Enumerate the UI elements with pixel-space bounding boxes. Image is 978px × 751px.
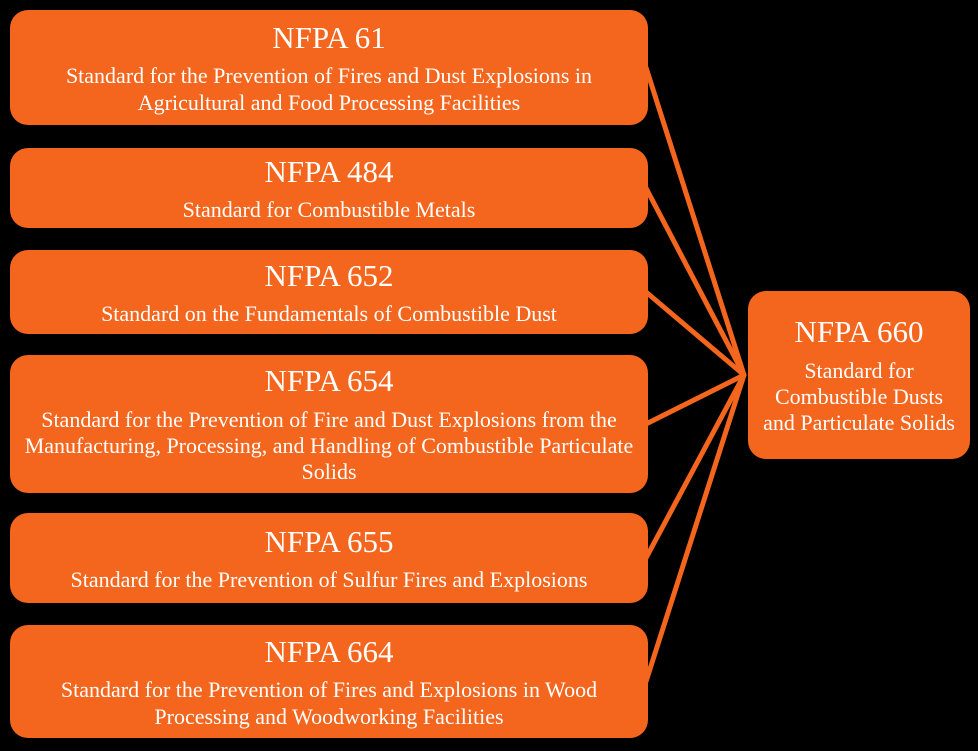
box-description: Standard on the Fundamentals of Combusti… — [101, 300, 557, 326]
connector-nfpa-61-to-nfpa-660 — [643, 65, 747, 378]
box-title: NFPA 655 — [264, 523, 394, 559]
box-description: Standard for Combustible Dusts and Parti… — [763, 357, 955, 436]
connector-nfpa-664-to-nfpa-660 — [643, 372, 747, 684]
box-nfpa-652: NFPA 652 Standard on the Fundamentals of… — [10, 250, 648, 334]
box-nfpa-664: NFPA 664 Standard for the Prevention of … — [10, 625, 648, 738]
box-nfpa-660: NFPA 660 Standard for Combustible Dusts … — [748, 291, 970, 459]
box-nfpa-654: NFPA 654 Standard for the Prevention of … — [10, 355, 648, 493]
box-title: NFPA 61 — [272, 20, 386, 56]
box-description: Standard for Combustible Metals — [182, 196, 476, 222]
box-description: Standard for the Prevention of Fires and… — [65, 63, 593, 115]
box-description: Standard for the Prevention of Fires and… — [60, 677, 598, 729]
box-nfpa-655: NFPA 655 Standard for the Prevention of … — [10, 513, 648, 603]
box-title: NFPA 660 — [794, 314, 924, 350]
box-description: Standard for the Prevention of Sulfur Fi… — [70, 566, 588, 592]
box-nfpa-61: NFPA 61 Standard for the Prevention of F… — [10, 10, 648, 125]
connector-nfpa-652-to-nfpa-660 — [643, 289, 747, 378]
connector-nfpa-484-to-nfpa-660 — [643, 185, 747, 378]
box-nfpa-484: NFPA 484 Standard for Combustible Metals — [10, 148, 648, 228]
box-title: NFPA 484 — [264, 153, 394, 189]
connector-nfpa-655-to-nfpa-660 — [643, 372, 747, 561]
box-title: NFPA 654 — [264, 363, 394, 399]
box-title: NFPA 652 — [264, 257, 394, 293]
box-description: Standard for the Prevention of Fire and … — [24, 406, 634, 485]
connector-nfpa-654-to-nfpa-660 — [643, 372, 747, 427]
box-title: NFPA 664 — [264, 634, 394, 670]
